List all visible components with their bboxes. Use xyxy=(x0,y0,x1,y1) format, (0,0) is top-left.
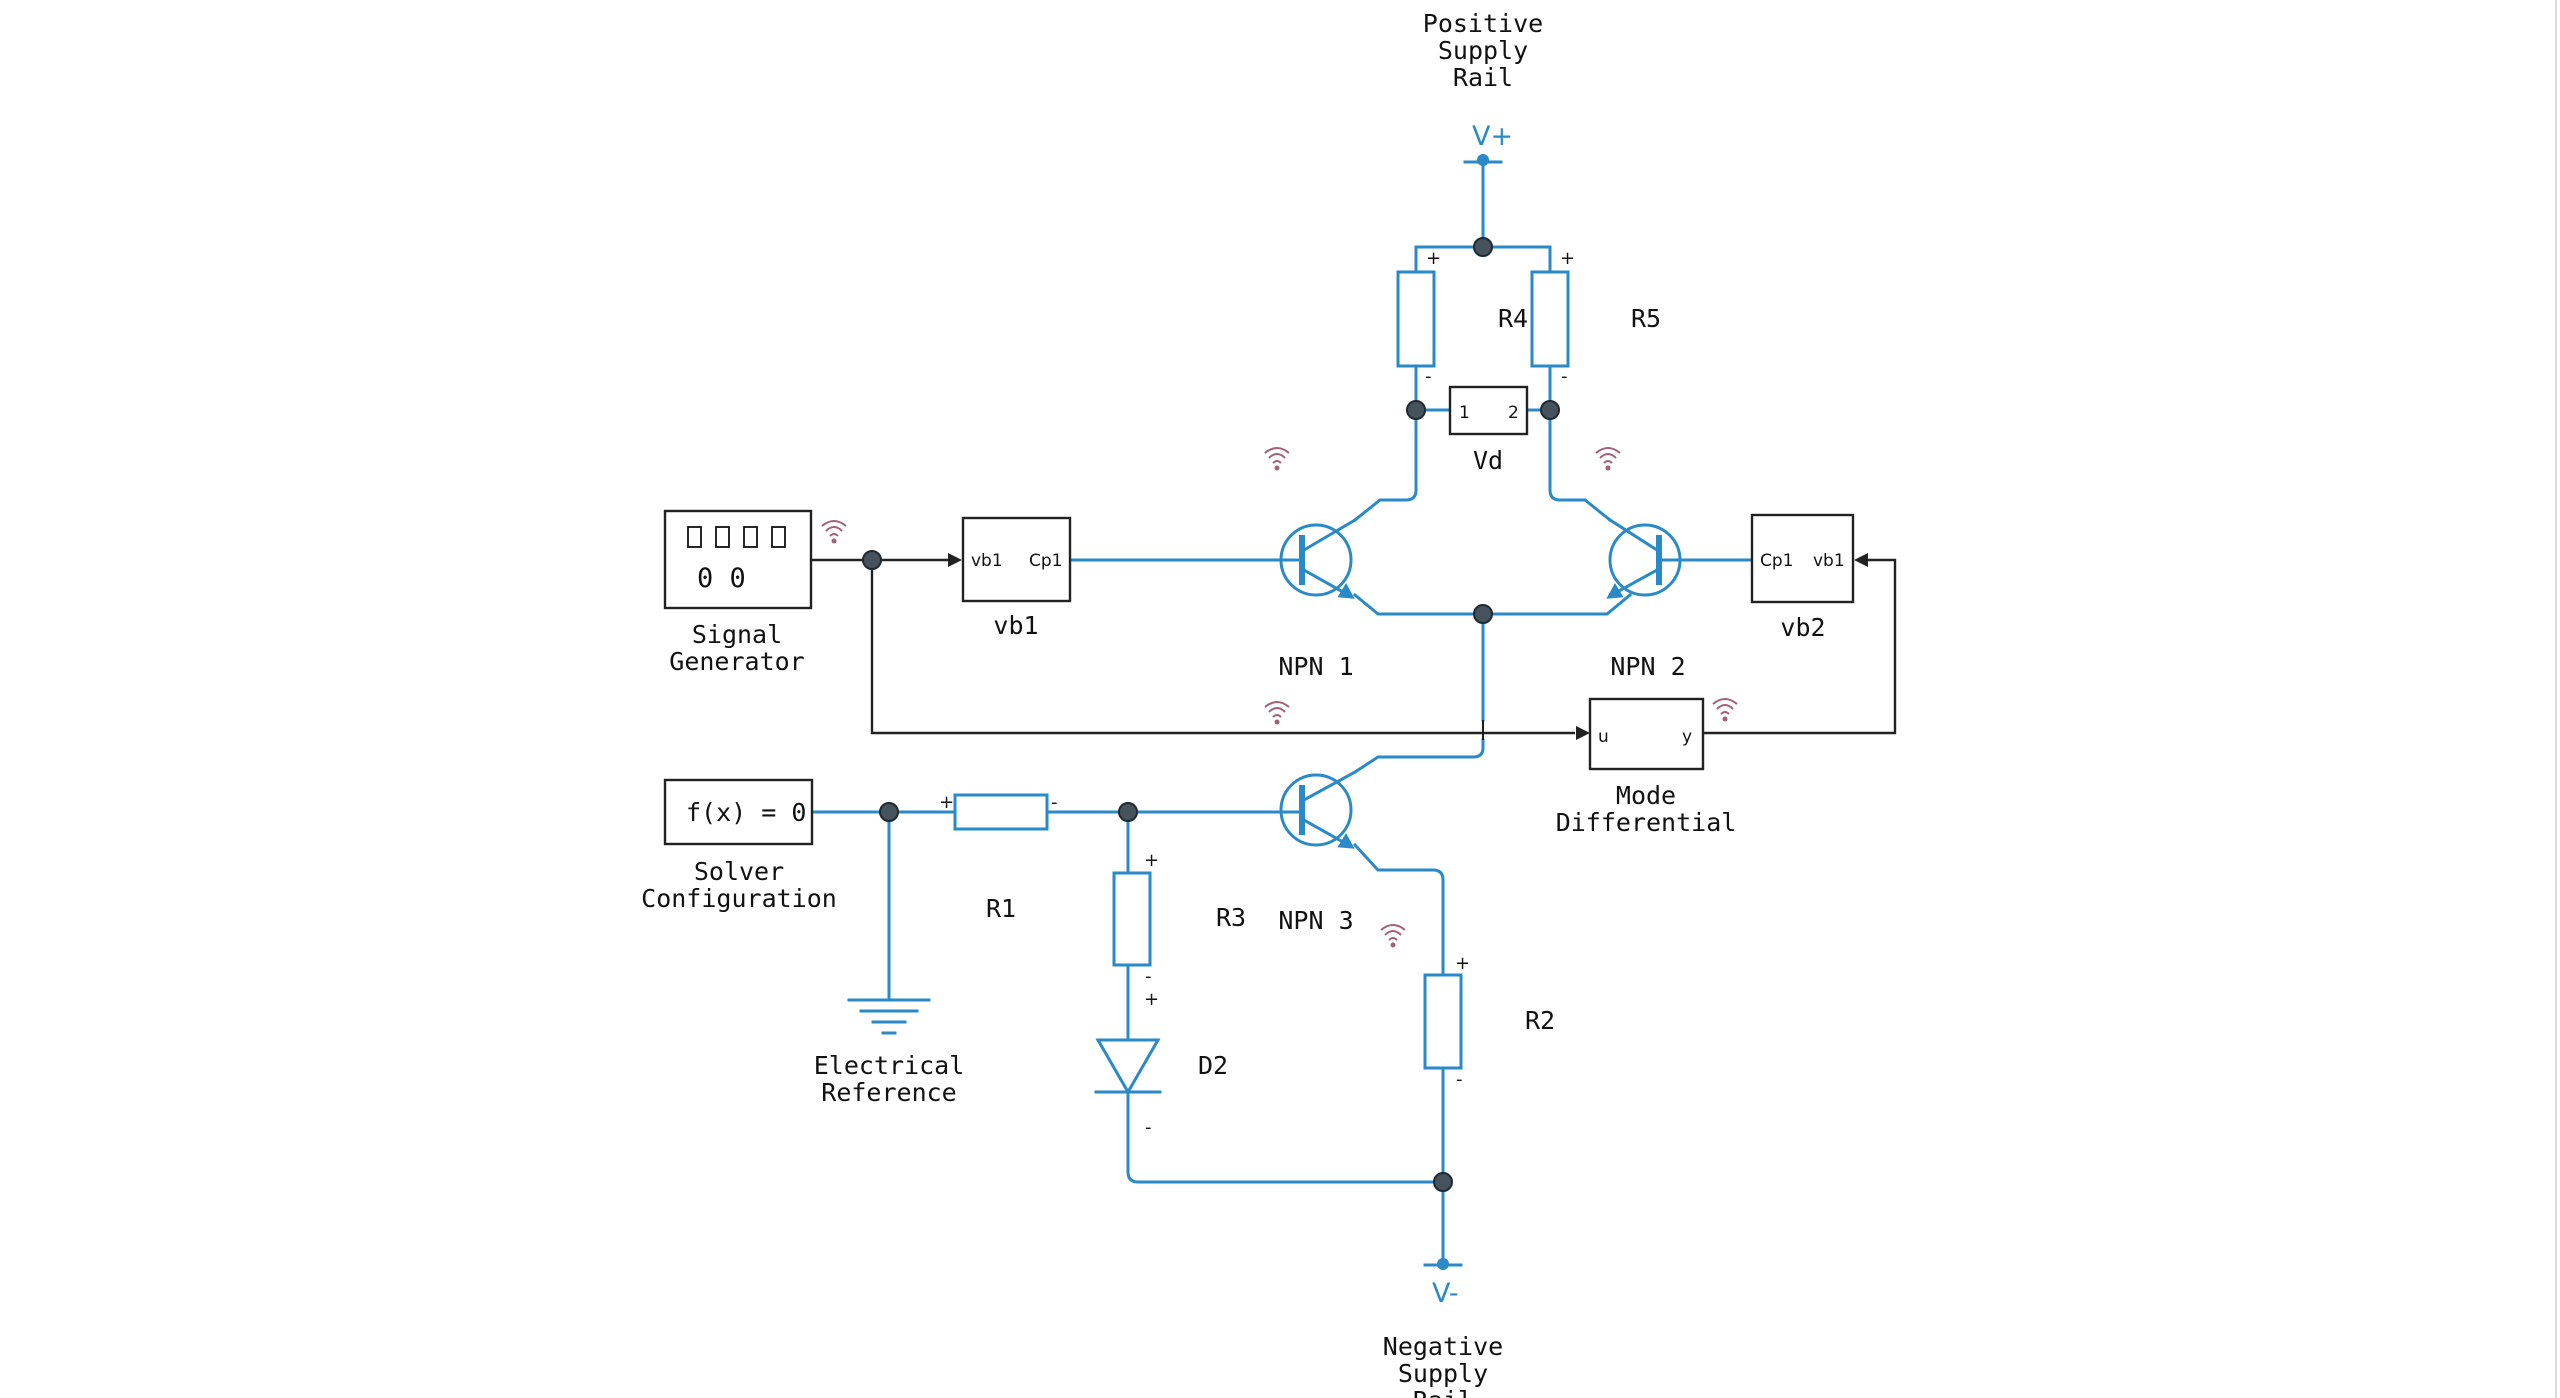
sign-d2-plus: + xyxy=(1144,989,1159,1010)
solver-caption-1: Solver xyxy=(694,857,784,886)
negative-rail-caption-2: Supply xyxy=(1398,1359,1488,1388)
mode-diff-caption-1: Mode xyxy=(1616,781,1676,810)
diode-d2[interactable] xyxy=(1094,1038,1162,1096)
vd-block[interactable]: 1 2 xyxy=(1448,385,1529,436)
wireless-icon[interactable] xyxy=(1380,924,1406,948)
signal-generator-block[interactable]: 0 0 xyxy=(663,509,813,610)
port-signs: + - + - + - + - + - + - xyxy=(939,248,1575,1138)
sign-r4-plus: + xyxy=(1426,248,1441,269)
sign-r1-plus: + xyxy=(939,792,954,813)
wireless-icon[interactable] xyxy=(821,520,847,544)
transistor-npn2[interactable] xyxy=(1606,517,1682,599)
wireless-icon[interactable] xyxy=(1595,447,1621,471)
junction-signal xyxy=(862,550,882,570)
sign-r1-minus: - xyxy=(1051,792,1058,813)
junctions xyxy=(862,237,1560,1192)
electrical-reference-caption-2: Reference xyxy=(821,1078,956,1107)
positive-rail-caption-1: Positive xyxy=(1423,9,1543,38)
solver-caption-2: Configuration xyxy=(641,884,837,913)
junction-r4 xyxy=(1406,400,1426,420)
junction-top xyxy=(1473,237,1493,257)
resistor-r3[interactable] xyxy=(1112,871,1152,967)
sign-r2-plus: + xyxy=(1455,953,1470,974)
negative-rail-caption-1: Negative xyxy=(1383,1332,1503,1361)
label-vb1: vb1 xyxy=(993,611,1038,640)
sign-r5-plus: + xyxy=(1560,248,1575,269)
vb1-port-right: Cp1 xyxy=(1029,551,1062,571)
label-npn2: NPN 2 xyxy=(1610,652,1685,681)
negative-supply-rail[interactable]: V- xyxy=(1423,1258,1463,1309)
wire-npn2-collector[interactable] xyxy=(1548,408,1613,523)
signal-to-mode-diff[interactable] xyxy=(870,560,1575,735)
vd-port-right: 2 xyxy=(1508,403,1519,423)
vb2-port-left: Cp1 xyxy=(1760,551,1793,571)
wire-d2-bottom[interactable] xyxy=(1126,1090,1445,1184)
sign-r3-minus: - xyxy=(1145,966,1152,987)
label-r2: R2 xyxy=(1525,1006,1555,1035)
mode-diff-caption-2: Differential xyxy=(1556,808,1737,837)
solver-configuration-block[interactable]: f(x) = 0 xyxy=(663,778,814,846)
wireless-icon[interactable] xyxy=(1264,447,1290,471)
positive-supply-rail[interactable]: V+ xyxy=(1463,121,1513,166)
wireless-icons xyxy=(821,447,1738,948)
junction-r5 xyxy=(1540,400,1560,420)
vb2-port-right: vb1 xyxy=(1813,551,1845,571)
signal-generator-caption-1: Signal xyxy=(692,620,782,649)
wireless-icon[interactable] xyxy=(1712,698,1738,722)
wireless-icon[interactable] xyxy=(1264,701,1290,725)
sign-r2-minus: - xyxy=(1456,1069,1463,1090)
arrow-vb1 xyxy=(948,553,962,567)
label-r1: R1 xyxy=(986,894,1016,923)
vplus-symbol: V+ xyxy=(1472,121,1513,152)
mode-diff-port-in: u xyxy=(1598,727,1609,747)
resistor-r4[interactable] xyxy=(1396,270,1436,368)
transistor-npn3[interactable] xyxy=(1279,769,1358,849)
arrow-vb2 xyxy=(1854,553,1868,567)
resistor-r2[interactable] xyxy=(1423,973,1463,1070)
electrical-reference-caption-1: Electrical xyxy=(814,1051,965,1080)
resistor-r5[interactable] xyxy=(1530,270,1570,368)
signal-wires xyxy=(812,553,1897,740)
electrical-reference-symbol[interactable] xyxy=(847,998,931,1035)
positive-rail-caption-2: Supply xyxy=(1438,36,1528,65)
label-vb2: vb2 xyxy=(1780,613,1825,642)
label-r4: R4 xyxy=(1498,304,1528,333)
vb2-block[interactable]: Cp1 vb1 xyxy=(1750,513,1855,604)
conserving-wires xyxy=(810,160,1754,1264)
vminus-symbol: V- xyxy=(1432,1278,1459,1309)
labels: Positive Supply Rail R4 R5 Vd Signal Gen… xyxy=(641,9,1825,1398)
signal-generator-display: 0 0 xyxy=(697,563,746,594)
label-d2: D2 xyxy=(1198,1051,1228,1080)
sign-r4-minus: - xyxy=(1425,366,1432,387)
label-npn3: NPN 3 xyxy=(1278,906,1353,935)
sign-r5-minus: - xyxy=(1561,366,1568,387)
wire-npn1-collector[interactable] xyxy=(1352,408,1418,523)
transistor-npn1[interactable] xyxy=(1279,517,1358,599)
label-r5: R5 xyxy=(1631,304,1661,333)
wire-npn3-collector[interactable] xyxy=(1352,738,1485,775)
junction-r1 xyxy=(1118,802,1138,822)
signal-generator-caption-2: Generator xyxy=(669,647,804,676)
resistor-r1[interactable] xyxy=(953,793,1049,831)
sign-r3-plus: + xyxy=(1144,850,1159,871)
label-npn1: NPN 1 xyxy=(1278,652,1353,681)
mode-diff-port-out: y xyxy=(1682,727,1692,747)
positive-rail-caption-3: Rail xyxy=(1453,63,1513,92)
sign-d2-minus: - xyxy=(1145,1117,1152,1138)
label-vd: Vd xyxy=(1473,446,1503,475)
solver-text: f(x) = 0 xyxy=(686,798,806,827)
arrow-mode-diff xyxy=(1576,726,1590,740)
junction-bottom xyxy=(1433,1172,1453,1192)
vd-port-left: 1 xyxy=(1459,403,1470,423)
mode-differential-block[interactable]: u y xyxy=(1588,697,1705,771)
signal-mode-diff-to-vb2[interactable] xyxy=(1703,558,1897,735)
label-r3: R3 xyxy=(1216,903,1246,932)
vb1-block[interactable]: vb1 Cp1 xyxy=(961,516,1072,603)
vb1-port-left: vb1 xyxy=(971,551,1003,571)
junction-solver xyxy=(879,802,899,822)
negative-rail-caption-3: Rail xyxy=(1413,1386,1473,1398)
junction-tail xyxy=(1473,604,1493,624)
wire-npn3-emitter[interactable] xyxy=(1352,842,1445,977)
